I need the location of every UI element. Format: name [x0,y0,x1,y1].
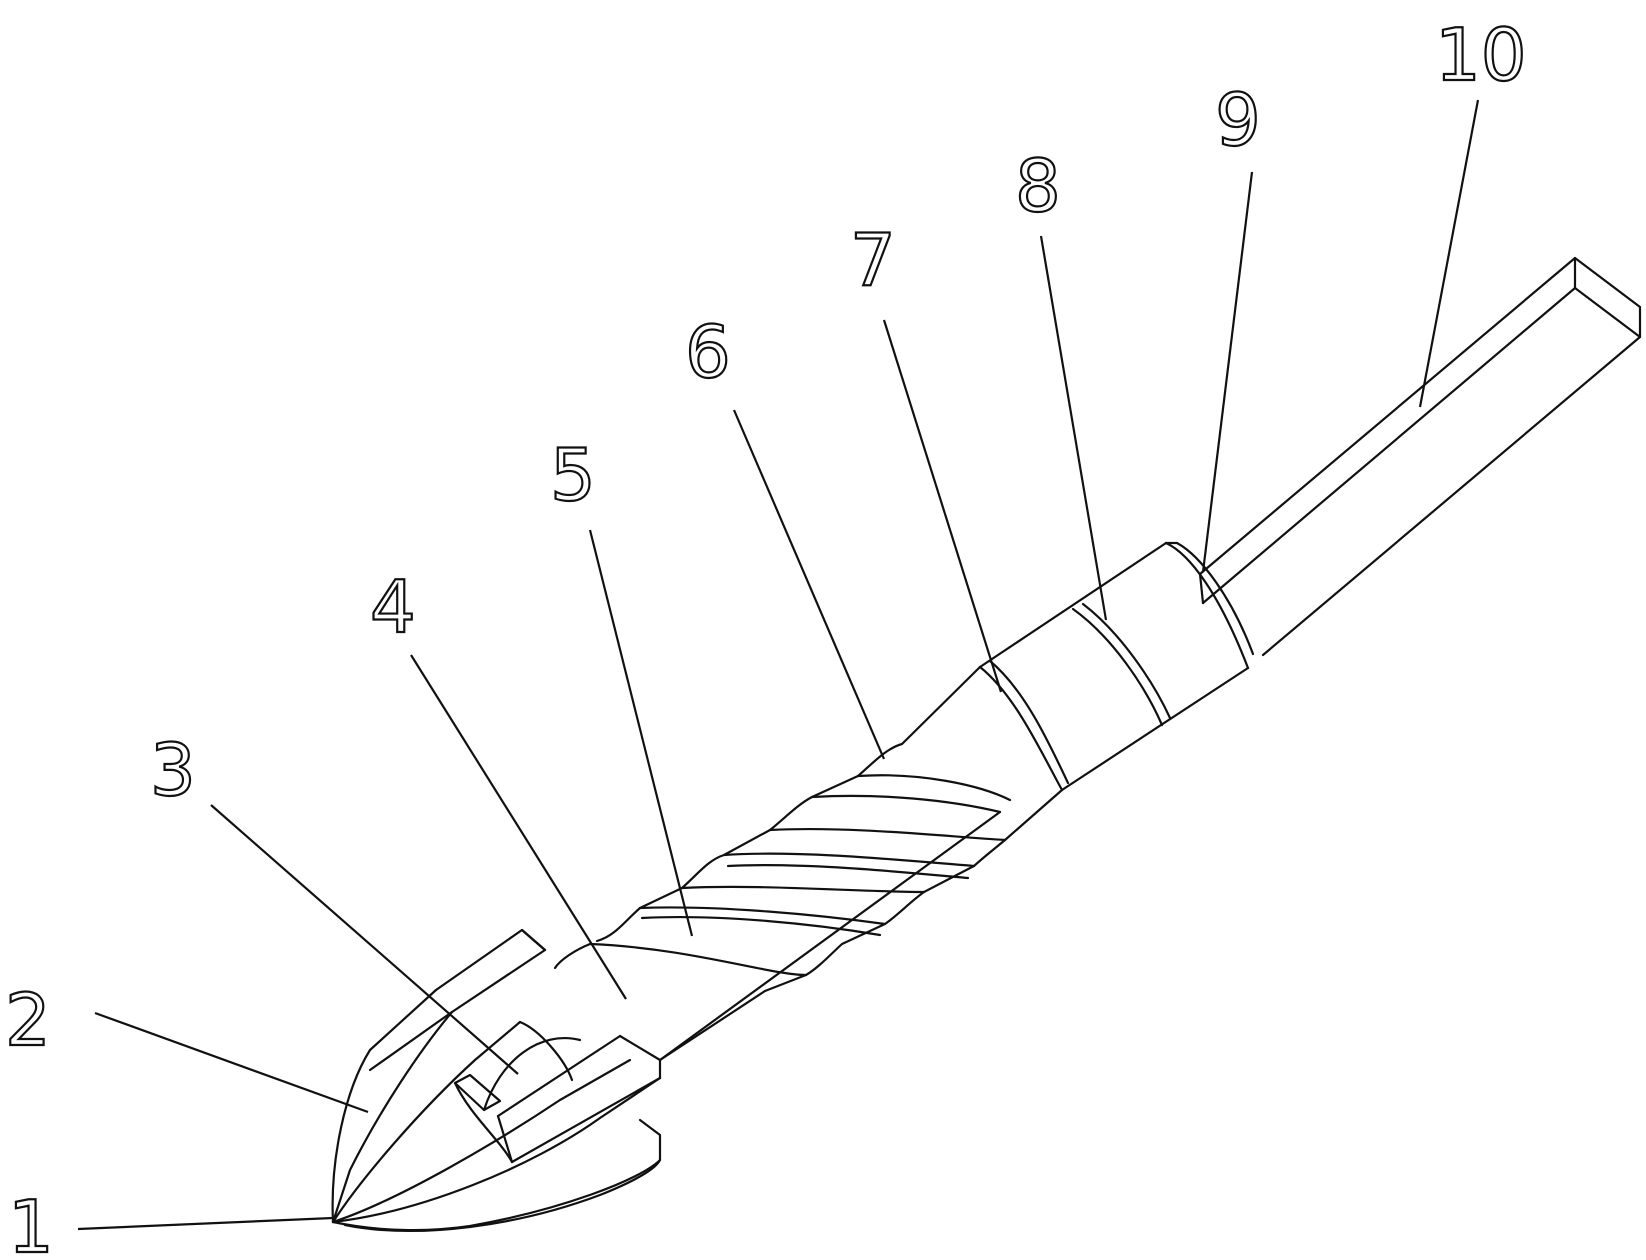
part-label-5: 5 [550,433,596,517]
part-label-7: 7 [850,218,896,302]
leader-6 [732,409,886,760]
leader-1 [77,1216,334,1231]
drill-bit [331,256,1642,1232]
drill-tip [331,810,1002,1232]
part-label-4: 4 [370,565,416,649]
part-label-8: 8 [1015,144,1061,228]
leader-10 [1418,99,1480,408]
leader-8 [1039,235,1108,621]
part-label-6: 6 [685,310,731,394]
leader-7 [882,319,1003,693]
hex-shank [1198,256,1642,657]
leader-lines [77,99,1480,1231]
part-label-1: 1 [8,1185,54,1260]
leader-2 [94,1011,369,1114]
leader-4 [410,654,627,1000]
collar [978,541,1255,792]
part-label-3: 3 [150,728,196,812]
part-label-9: 9 [1215,78,1261,162]
part-numbers: 1 2 3 4 5 6 7 8 9 10 [4,12,1528,1260]
leader-5 [588,529,694,937]
part-label-2: 2 [5,978,51,1062]
leader-9 [1201,171,1254,573]
part-label-10: 10 [1435,13,1527,97]
flute-body [553,665,1064,993]
leader-3 [210,804,519,1075]
